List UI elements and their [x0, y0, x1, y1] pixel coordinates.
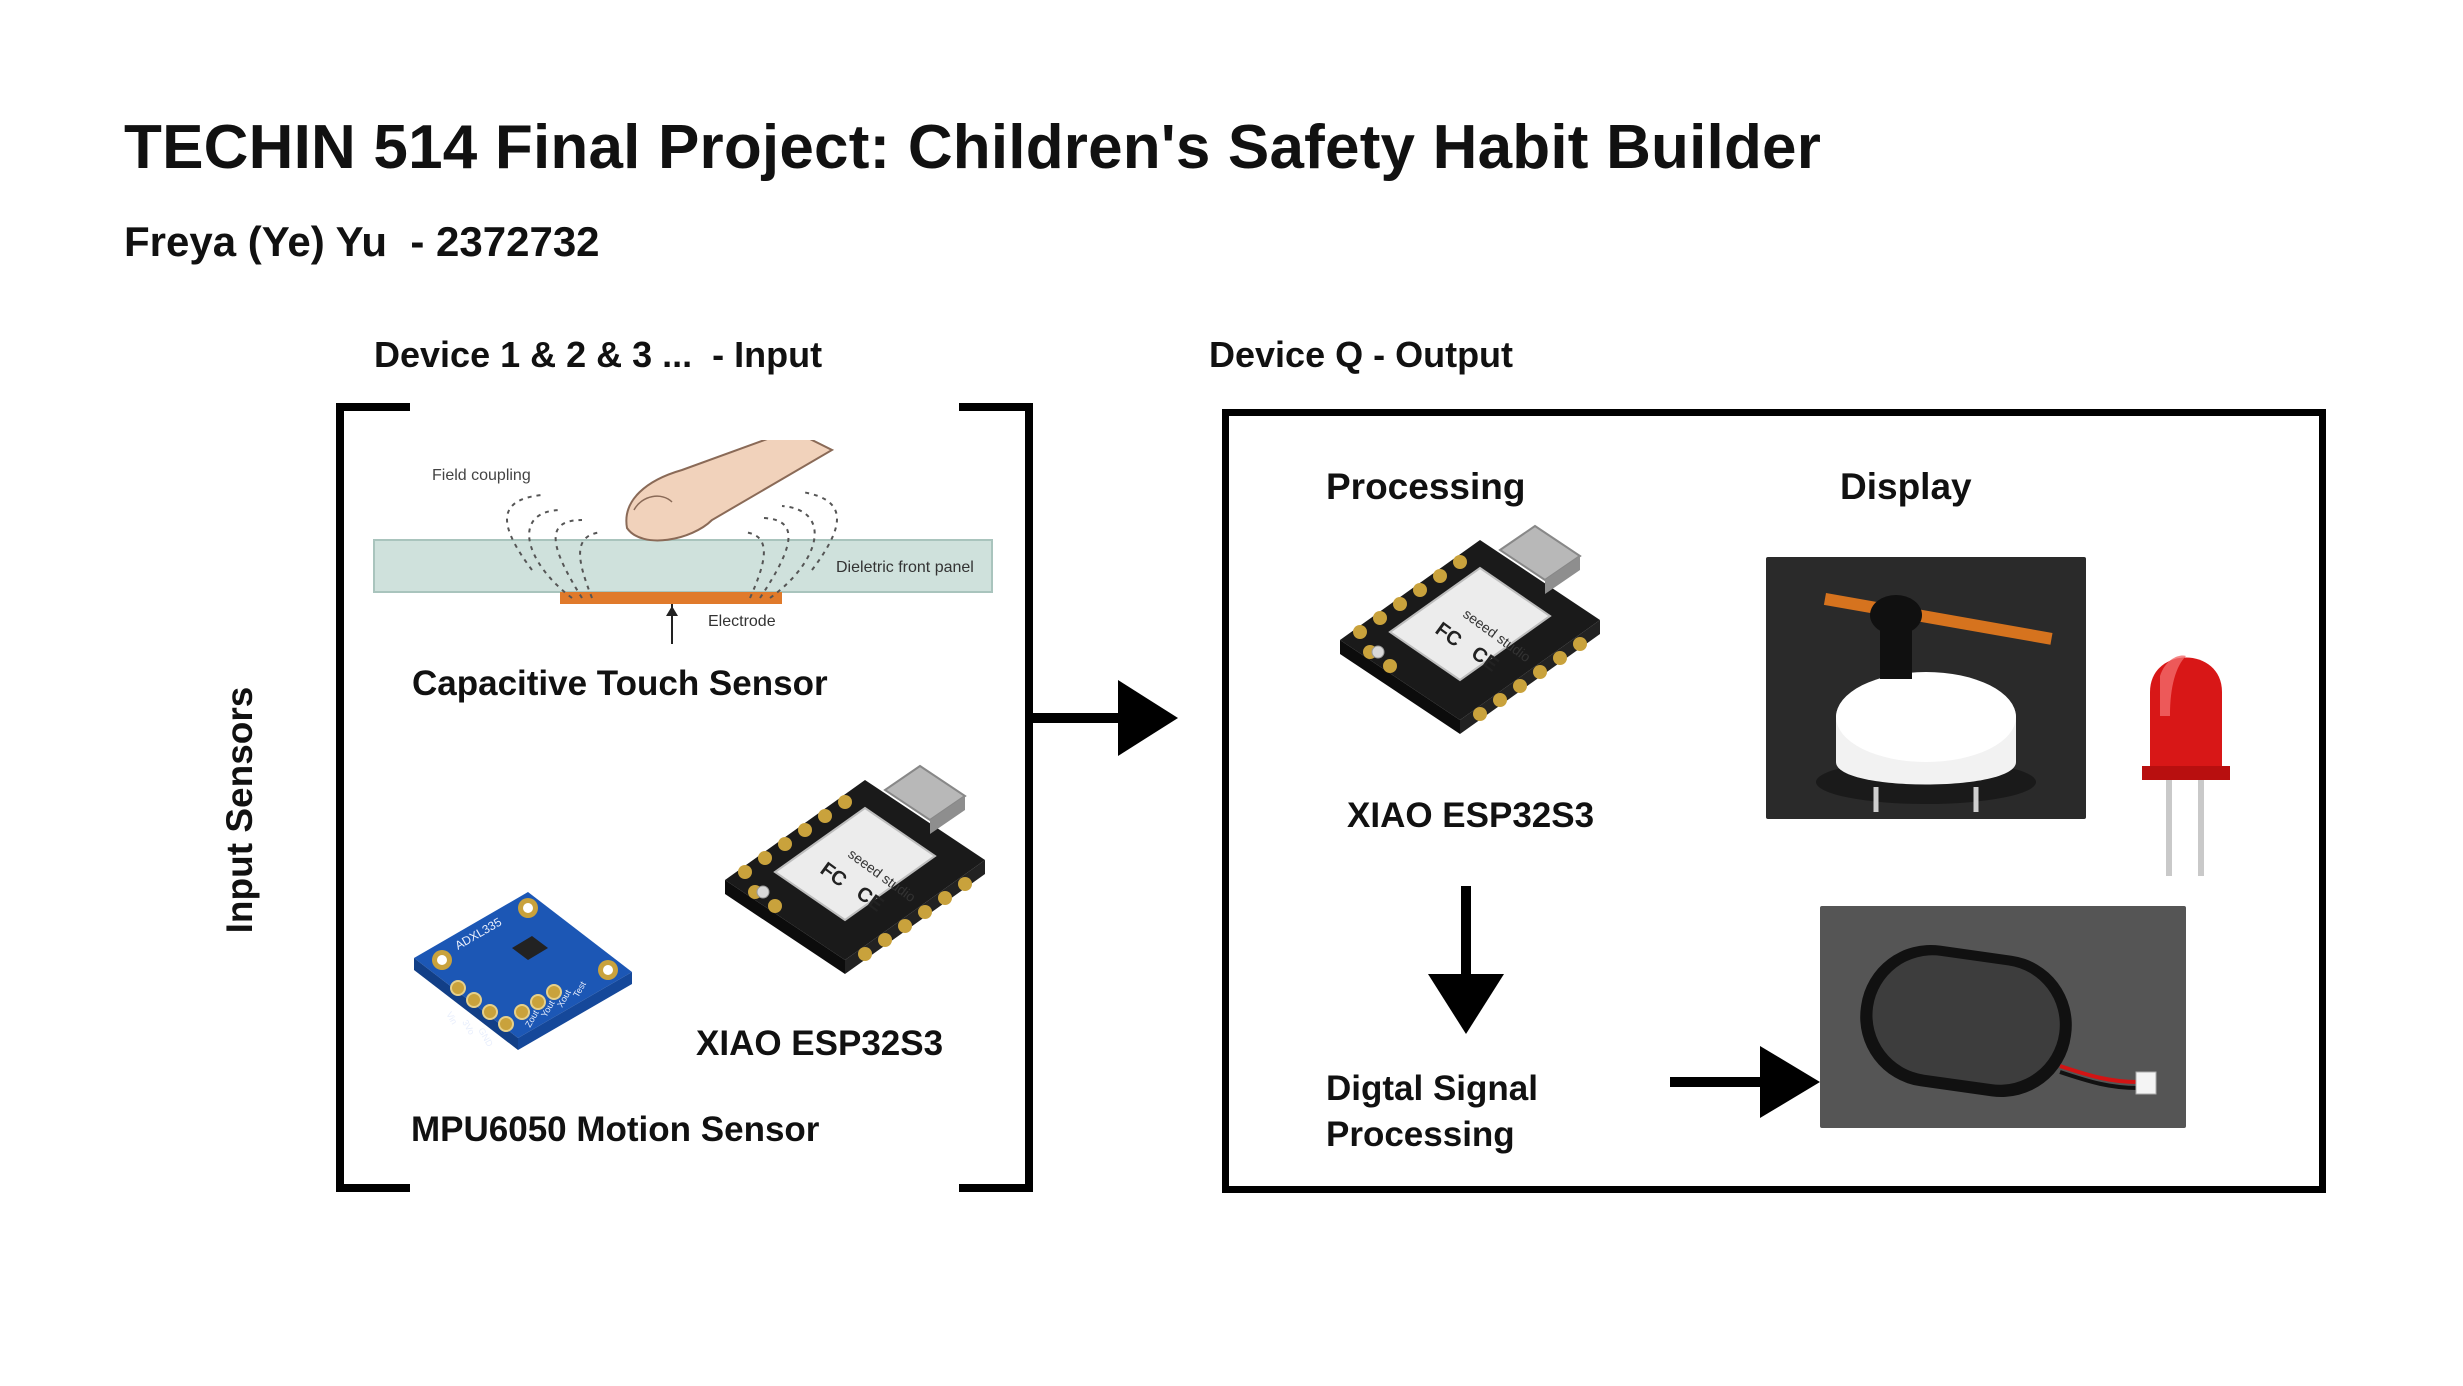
- output-header: Device Q - Output: [1209, 334, 1514, 375]
- input-header: Device 1 & 2 & 3 ... - Input: [374, 334, 823, 375]
- dsp-label: Digtal Signal Processing: [1326, 1066, 1538, 1158]
- input-mcu-label: XIAO ESP32S3: [696, 1024, 944, 1063]
- dsp-to-speaker-arrow: [1670, 1046, 1820, 1118]
- motion-sensor-label: MPU6050 Motion Sensor: [411, 1110, 820, 1149]
- gauge-stepper-image: [1766, 557, 2086, 819]
- output-device-box: [1222, 409, 2326, 1193]
- motion-sensor-image: ADXL335 Vin 3Vo GND Zout Yout Xout Test: [414, 892, 632, 1050]
- motion-pin-3vo: 3Vo: [460, 1018, 476, 1036]
- capacitive-touch-label: Capacitive Touch Sensor: [412, 664, 828, 703]
- dielectric-panel-label: Dieletric front panel: [836, 559, 974, 576]
- processing-label: Processing: [1326, 466, 1526, 507]
- display-label: Display: [1840, 466, 1972, 507]
- electrode-label: Electrode: [708, 613, 776, 630]
- dsp-label-line1: Digtal Signal: [1326, 1069, 1538, 1108]
- red-led-image: [2142, 655, 2230, 876]
- field-coupling-label: Field coupling: [432, 467, 531, 484]
- motion-pin-vin: Vin: [444, 1010, 459, 1026]
- page-title: TECHIN 514 Final Project: Children's Saf…: [124, 113, 1822, 182]
- input-sensors-label: Input Sensors: [219, 686, 260, 934]
- processing-down-arrow: [1428, 886, 1504, 1034]
- input-to-output-arrow: [1030, 680, 1178, 756]
- output-mcu-label: XIAO ESP32S3: [1347, 796, 1595, 835]
- speaker-image: [1820, 906, 2186, 1128]
- output-xiao-board-image: seeed studio FC CE: [1339, 525, 1601, 735]
- capacitive-touch-illustration: Field coupling Dieletric front panel Ele…: [373, 440, 993, 644]
- author-line: Freya (Ye) Yu - 2372732: [124, 218, 600, 265]
- dsp-label-line2: Processing: [1326, 1115, 1515, 1154]
- input-bracket: [336, 403, 1033, 1192]
- input-xiao-board-image: seeed studio FC CE: [724, 765, 986, 975]
